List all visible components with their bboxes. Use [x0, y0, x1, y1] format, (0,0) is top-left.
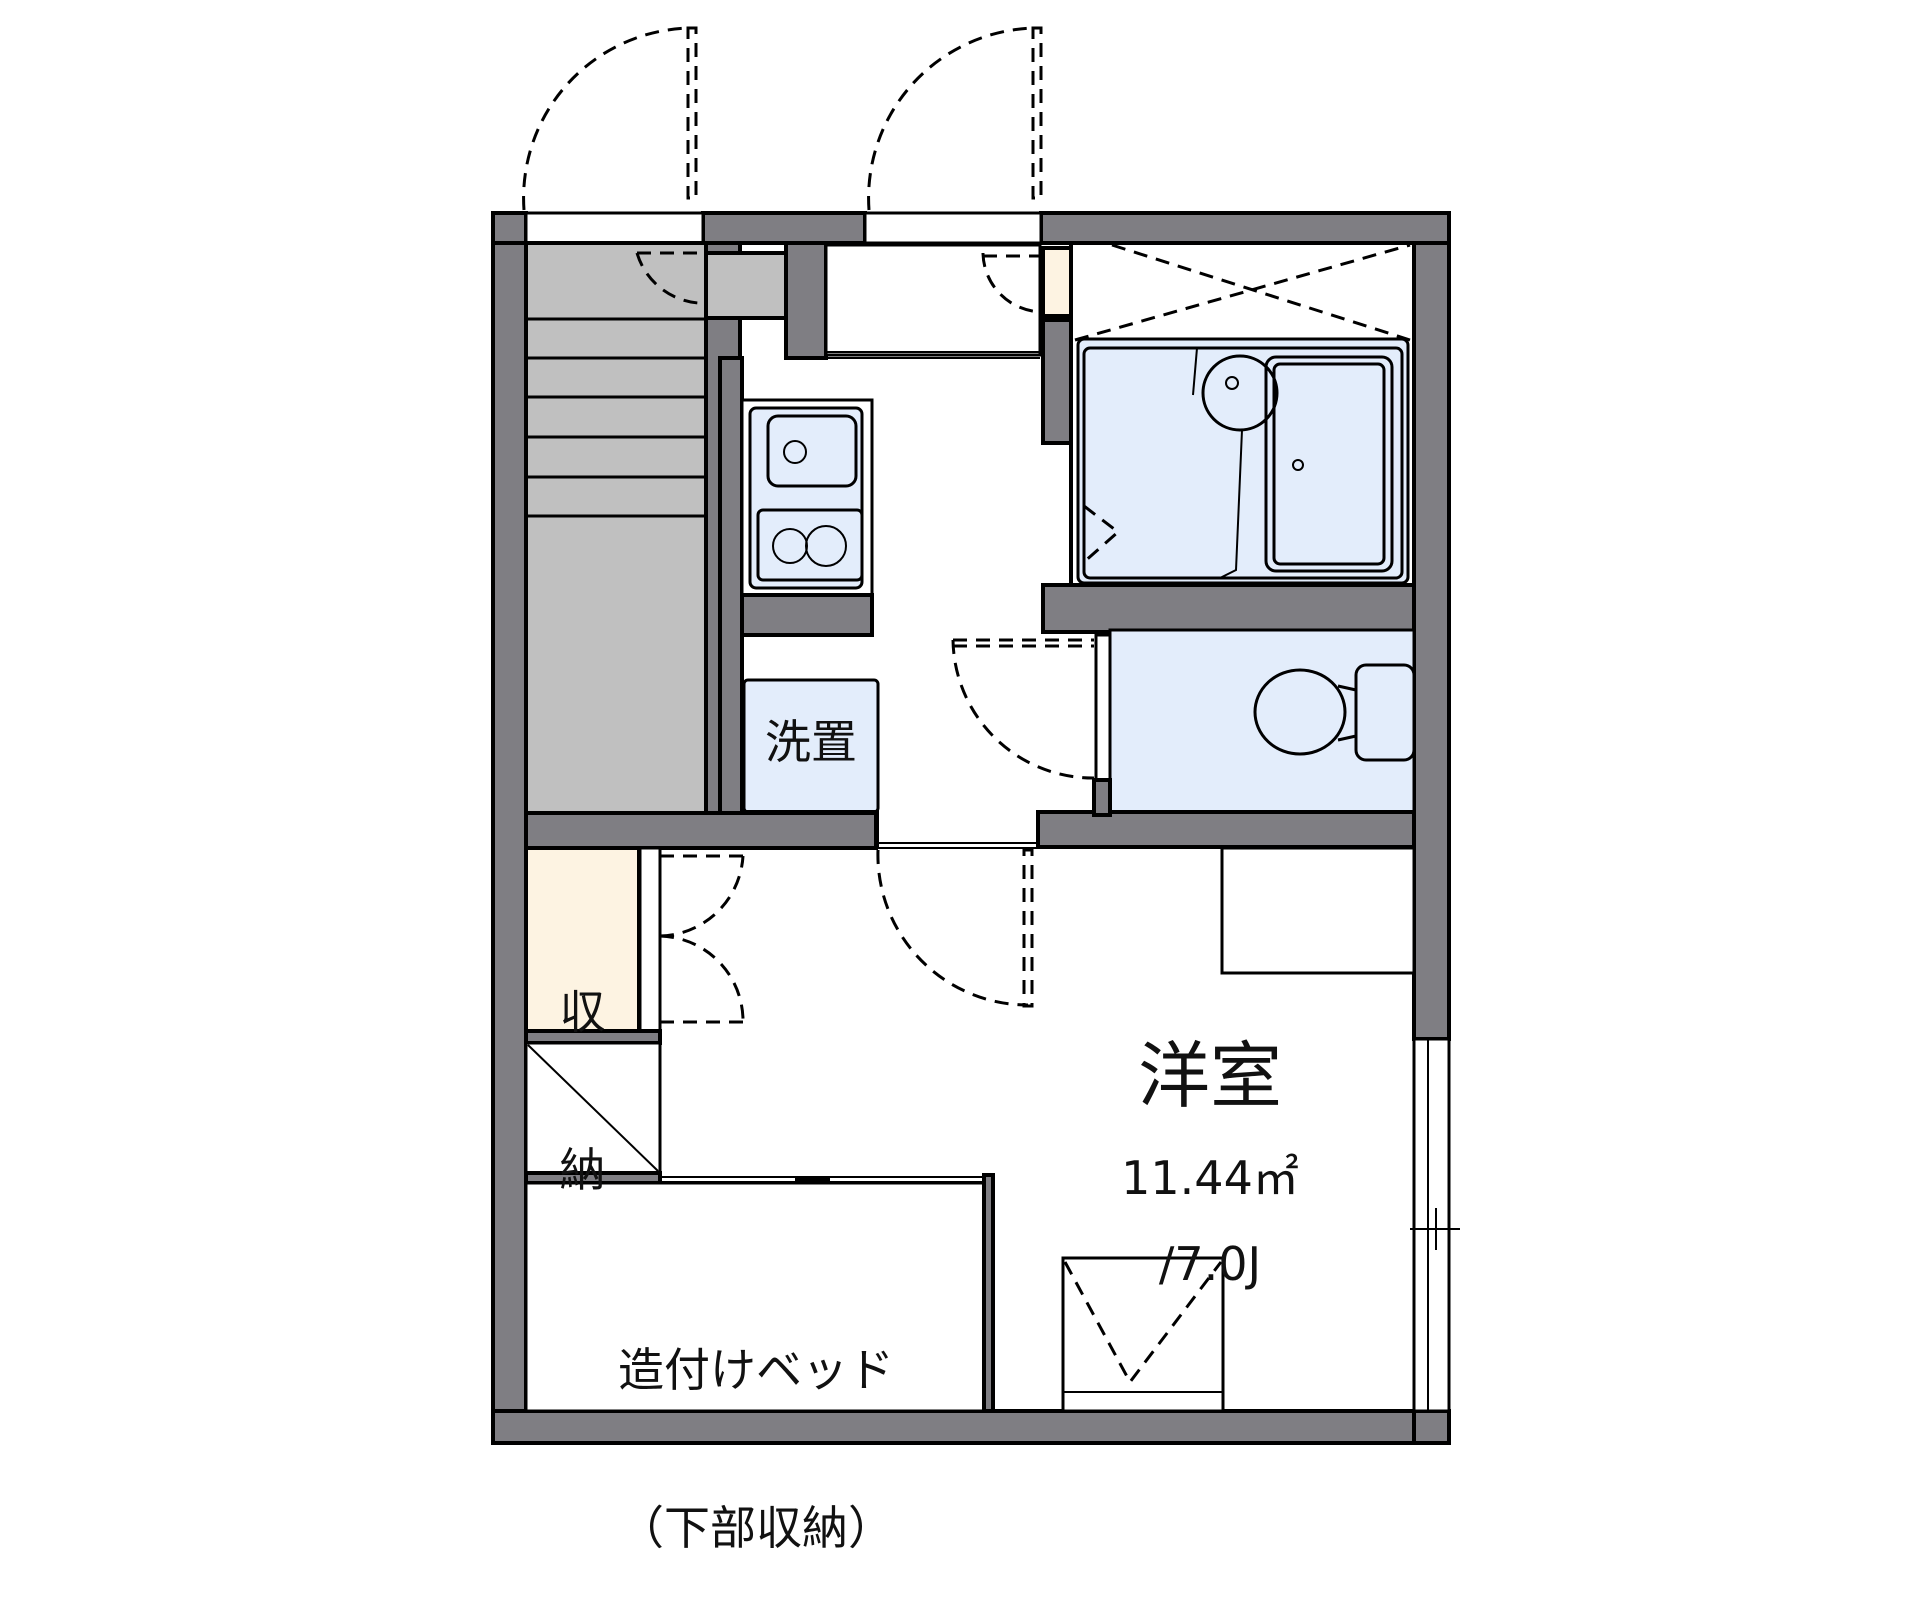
storage-label-line1: 収: [559, 984, 606, 1039]
bath-door-swing: [1083, 504, 1121, 564]
bath-bottom-wall: [1041, 583, 1416, 634]
entrance-door-right-swing: [867, 26, 1043, 211]
outer-walls: [491, 211, 1451, 1445]
floor-plan: [491, 26, 1460, 1445]
room-label-western: 洋室 11.44㎡ /7.0J: [1080, 998, 1340, 1309]
desk-outline: [1061, 1256, 1225, 1413]
washer-label: 洗置: [765, 715, 857, 769]
genkan-floor: [824, 243, 1042, 357]
closet-outline: [1220, 846, 1416, 975]
bathroom: [1069, 241, 1416, 600]
toilet-tank: [1354, 663, 1416, 762]
entry-partition-wall: [784, 241, 828, 360]
entrance-door-left-swing: [522, 26, 698, 211]
bath-partition-wall: [1041, 318, 1073, 445]
toilet-room: [1108, 628, 1416, 817]
washroom-door-swing: [981, 252, 1044, 314]
room-size-jo: /7.0J: [1158, 1237, 1262, 1292]
storage-label: 収 納: [526, 880, 639, 1250]
storage-label-line2: 納: [559, 1143, 606, 1198]
bed-label: 造付けベッド （下部収納）: [526, 1238, 986, 1608]
stair-landing-box: [704, 251, 788, 320]
storage-door-swing: [659, 854, 745, 1024]
kitchen-counter: [740, 398, 874, 597]
storage-closet: [524, 846, 641, 1033]
mid-horizontal-wall: [524, 811, 878, 850]
sink: [766, 414, 858, 488]
bed-label-line1: 造付けベッド: [618, 1342, 894, 1397]
toilet-bottom-wall: [1036, 810, 1416, 849]
toilet-door-swing: [951, 639, 1095, 780]
room-area: 11.44㎡: [1121, 1151, 1299, 1206]
bed-label-line2: （下部収納）: [618, 1501, 894, 1556]
room-name: 洋室: [1137, 1033, 1282, 1118]
washbasin: [1201, 354, 1279, 432]
window-right: [1410, 1037, 1460, 1413]
toilet-door-frame: [1094, 633, 1112, 782]
opening-right: [863, 211, 1043, 245]
toilet-bowl: [1253, 668, 1347, 756]
opening-left: [524, 211, 705, 245]
staircase: [524, 241, 708, 815]
kitchen-left-wall: [718, 356, 744, 850]
kitchen-bottom-wall: [740, 593, 874, 637]
room-door-swing: [876, 849, 1029, 1007]
